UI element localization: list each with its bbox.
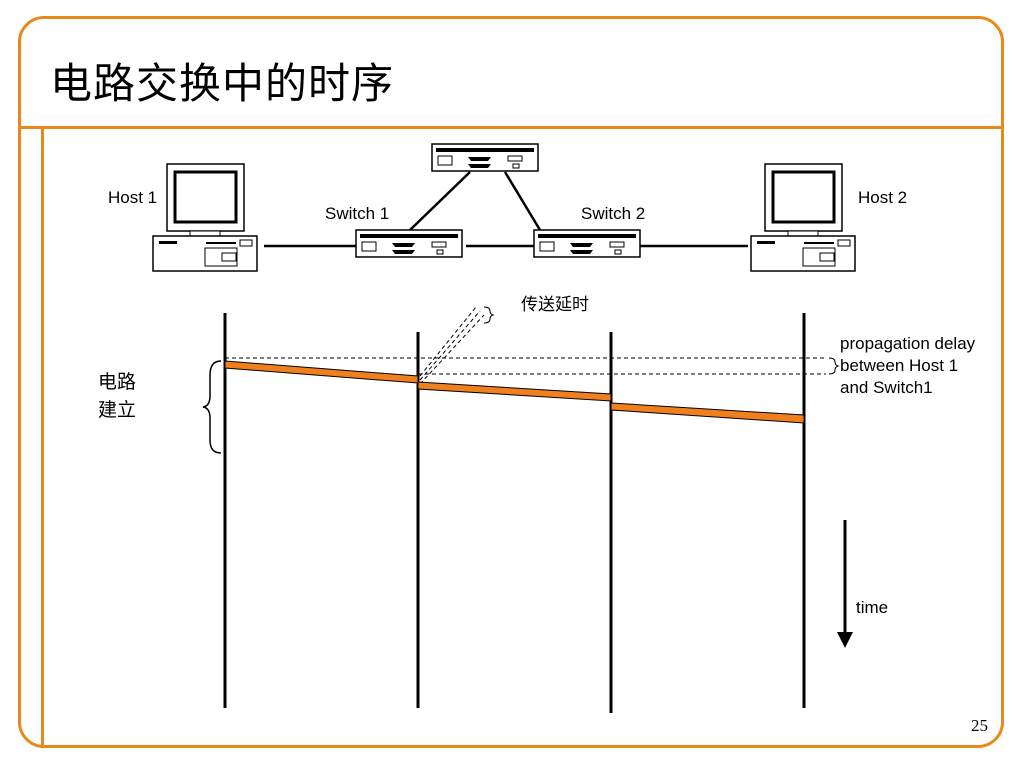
network-links [264, 171, 748, 248]
slide-frame [18, 16, 1004, 748]
host1-computer-icon [152, 163, 258, 272]
transmission-guide-3 [419, 314, 485, 385]
propagation-guides [225, 306, 826, 385]
propagation-delay-brace [828, 357, 840, 375]
message-bar-segment-3 [610, 402, 805, 424]
title-separator [18, 126, 1004, 129]
message-bar-segment-1 [224, 360, 419, 384]
host2-label: Host 2 [858, 188, 908, 207]
time-arrow-icon [837, 520, 853, 648]
time-label: time [856, 598, 889, 617]
page-number: 25 [971, 716, 988, 735]
left-accent-bar [41, 128, 44, 748]
link-top-switch2 [503, 171, 542, 231]
propagation-delay-label-line1: propagation delay [840, 334, 976, 353]
link-switch1-top [409, 171, 471, 231]
message-bar-segment-2 [417, 381, 612, 402]
switch1-label: Switch 1 [325, 204, 390, 223]
propagation-delay-label-line3: and Switch1 [840, 378, 933, 397]
transmission-guide-2 [419, 310, 481, 381]
switch2-label: Switch 2 [581, 204, 646, 223]
transmission-guide-1 [419, 306, 477, 377]
circuit-setup-label-line1: 电路 [98, 371, 137, 393]
switch2-icon [533, 229, 641, 258]
switch1-icon [355, 229, 463, 258]
circuit-setup-brace [202, 360, 222, 454]
transmission-delay-brace [483, 306, 495, 324]
host1-label: Host 1 [108, 188, 158, 207]
setup-message-bars [224, 360, 805, 424]
host2-computer-icon [750, 163, 856, 272]
transmission-delay-label: 传送延时 [521, 295, 589, 315]
propagation-delay-label-line2: between Host 1 [840, 356, 959, 375]
slide-title: 电路交换中的时序 [50, 59, 395, 108]
top-switch-icon [431, 143, 539, 172]
circuit-setup-label-line2: 建立 [98, 399, 137, 421]
